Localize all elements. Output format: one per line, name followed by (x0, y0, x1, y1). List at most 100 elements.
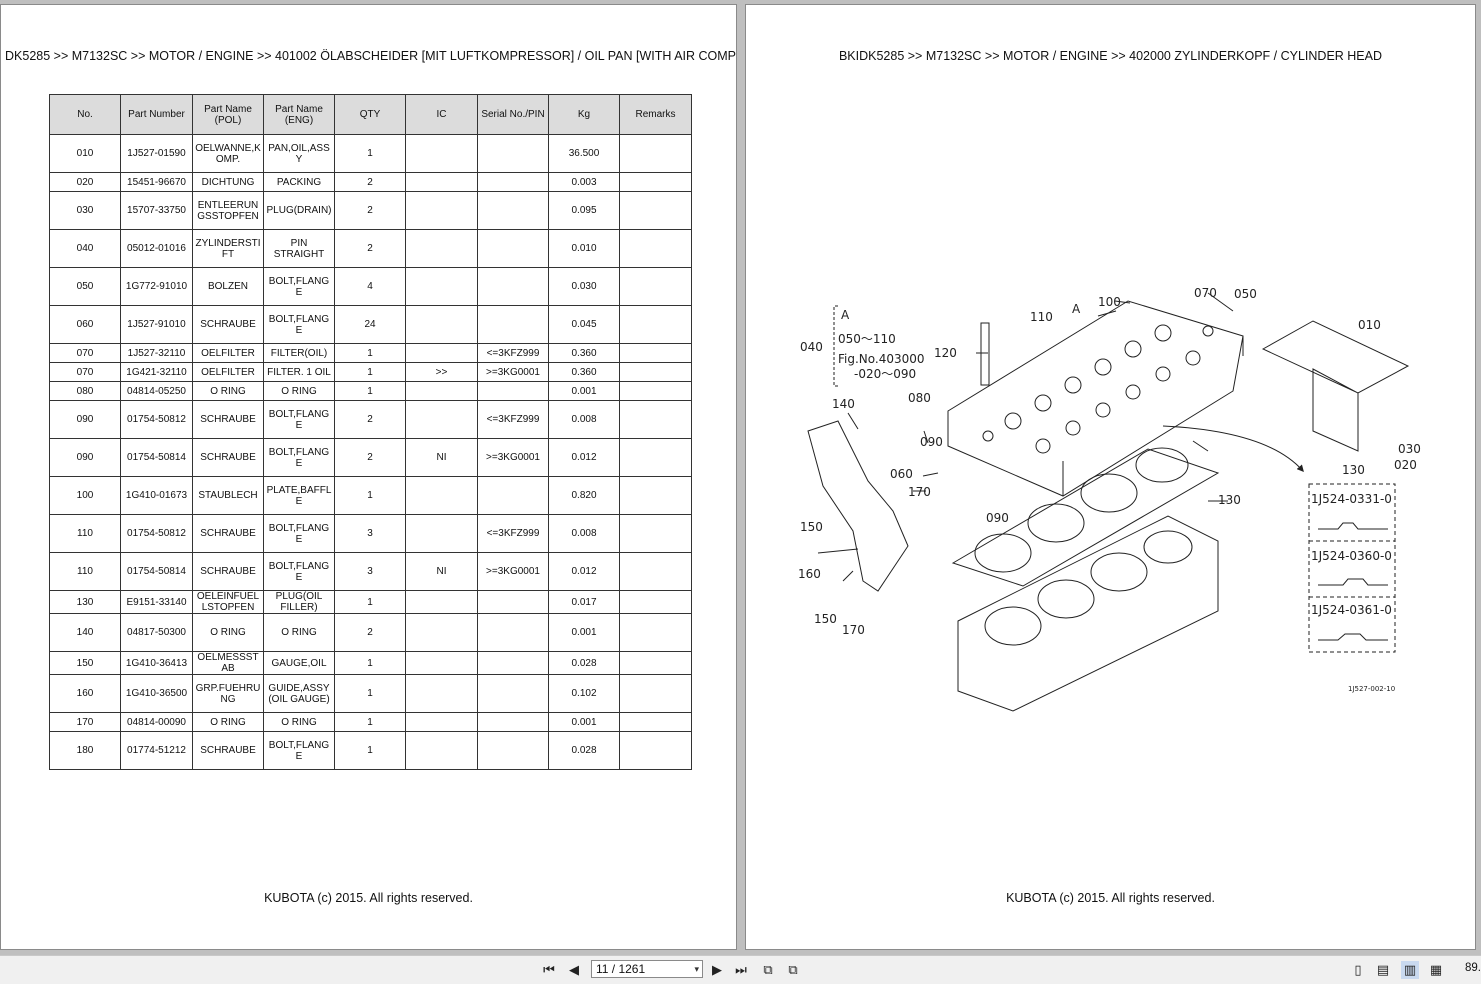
cell-qty: 1 (334, 590, 406, 614)
cell-eng: BOLT,FLANG E (263, 731, 335, 770)
cell-eng: PLUG(DRAIN) (263, 191, 335, 230)
cell-ic (405, 651, 478, 675)
cell-ic (405, 476, 478, 515)
cell-kg: 0.030 (548, 267, 620, 306)
cell-no: 010 (49, 134, 121, 173)
cell-eng: BOLT,FLANG E (263, 514, 335, 553)
cell-qty: 3 (334, 514, 406, 553)
col-part-name-pol: Part Name (POL) (192, 94, 264, 135)
cylinder-head-exploded-diagram: 070 050 010 100 A 110 120 040 A 080 090 … (798, 286, 1421, 712)
callout-a-note: A (841, 308, 850, 322)
continuous-view-icon[interactable]: ▤ (1376, 962, 1390, 977)
cell-pol: ZYLINDERSTI FT (192, 229, 264, 268)
cell-part: 01754-50814 (120, 438, 193, 477)
single-page-view-icon[interactable]: ▯ (1354, 962, 1362, 977)
cell-part: 05012-01016 (120, 229, 193, 268)
cell-pol: GRP.FUEHRU NG (192, 674, 264, 713)
cell-serial (477, 674, 549, 713)
cell-part: 1J527-91010 (120, 305, 193, 344)
cell-serial (477, 651, 549, 675)
col-ic: IC (405, 94, 478, 135)
cell-ic (405, 674, 478, 713)
cell-qty: 4 (334, 267, 406, 306)
cell-no: 170 (49, 712, 121, 732)
gasket-arrow (1162, 425, 1304, 473)
cell-remarks (619, 476, 692, 515)
cell-part: 01774-51212 (120, 731, 193, 770)
cell-pol: SCHRAUBE (192, 731, 264, 770)
col-qty: QTY (334, 94, 406, 135)
cell-no: 040 (49, 229, 121, 268)
cell-no: 140 (49, 613, 121, 652)
cell-no: 180 (49, 731, 121, 770)
col-part-number: Part Number (120, 94, 193, 135)
cell-remarks (619, 172, 692, 192)
prev-page-icon[interactable]: ◀ (569, 962, 579, 977)
page-dropdown-icon[interactable]: ▾ (694, 964, 699, 974)
cell-remarks (619, 674, 692, 713)
cell-kg: 0.003 (548, 172, 620, 192)
cell-serial (477, 590, 549, 614)
cell-part: 1J527-01590 (120, 134, 193, 173)
cell-eng: GAUGE,OIL (263, 651, 335, 675)
valve-cover-bosses (982, 324, 1214, 454)
col-remarks: Remarks (619, 94, 692, 135)
cell-kg: 0.360 (548, 362, 620, 382)
cell-serial (477, 712, 549, 732)
cell-eng: O RING (263, 712, 335, 732)
book-view-icon[interactable]: ▦ (1429, 962, 1443, 977)
cell-qty: 2 (334, 229, 406, 268)
col-part-name-eng: Part Name (ENG) (263, 94, 335, 135)
cell-remarks (619, 712, 692, 732)
cell-serial: >=3KG0001 (477, 552, 549, 591)
cell-no: 080 (49, 381, 121, 401)
copy-page-icon[interactable]: ⧉ (763, 962, 773, 977)
callout-150-upper: 150 (800, 520, 823, 534)
cell-ic (405, 514, 478, 553)
cell-pol: STAUBLECH (192, 476, 264, 515)
cell-serial (477, 172, 549, 192)
cell-kg: 0.360 (548, 343, 620, 363)
cell-remarks (619, 381, 692, 401)
page-number-field[interactable]: 11 / 1261 ▾ (591, 960, 703, 978)
zoom-level[interactable]: 89. (1465, 962, 1481, 974)
gasket-inset-box (1308, 483, 1396, 653)
viewer-toolbar: ⏮ ◀ 11 / 1261 ▾ ▶ ⏭ ⧉ ⧉ ▯ ▤ ▥ ▦ 89. (0, 955, 1481, 984)
cell-eng: FILTER. 1 OIL (263, 362, 335, 382)
first-page-icon[interactable]: ⏮ (543, 962, 555, 977)
cell-remarks (619, 613, 692, 652)
cell-no: 130 (49, 590, 121, 614)
left-page-breadcrumb: DK5285 >> M7132SC >> MOTOR / ENGINE >> 4… (5, 49, 737, 63)
last-page-icon[interactable]: ⏭ (735, 962, 747, 977)
cell-qty: 2 (334, 613, 406, 652)
head-gasket (951, 448, 1220, 587)
cell-pol: SCHRAUBE (192, 438, 264, 477)
callout-120: 120 (934, 346, 957, 360)
callout-060: 060 (890, 467, 913, 481)
mounting-bracket-140 (807, 420, 909, 592)
cell-ic (405, 267, 478, 306)
cell-kg: 0.012 (548, 552, 620, 591)
cell-eng: GUIDE,ASSY (OIL GAUGE) (263, 674, 335, 713)
cell-serial (477, 267, 549, 306)
cell-eng: BOLT,FLANG E (263, 305, 335, 344)
cell-qty: 2 (334, 438, 406, 477)
cell-part: 15707-33750 (120, 191, 193, 230)
cell-qty: 1 (334, 476, 406, 515)
cell-qty: 1 (334, 134, 406, 173)
cell-remarks (619, 731, 692, 770)
callout-130-gasket: 130 (1218, 493, 1241, 507)
two-page-view-icon[interactable]: ▥ (1401, 961, 1419, 979)
next-page-icon[interactable]: ▶ (712, 962, 722, 977)
cell-no: 050 (49, 267, 121, 306)
paste-page-icon[interactable]: ⧉ (788, 962, 798, 977)
